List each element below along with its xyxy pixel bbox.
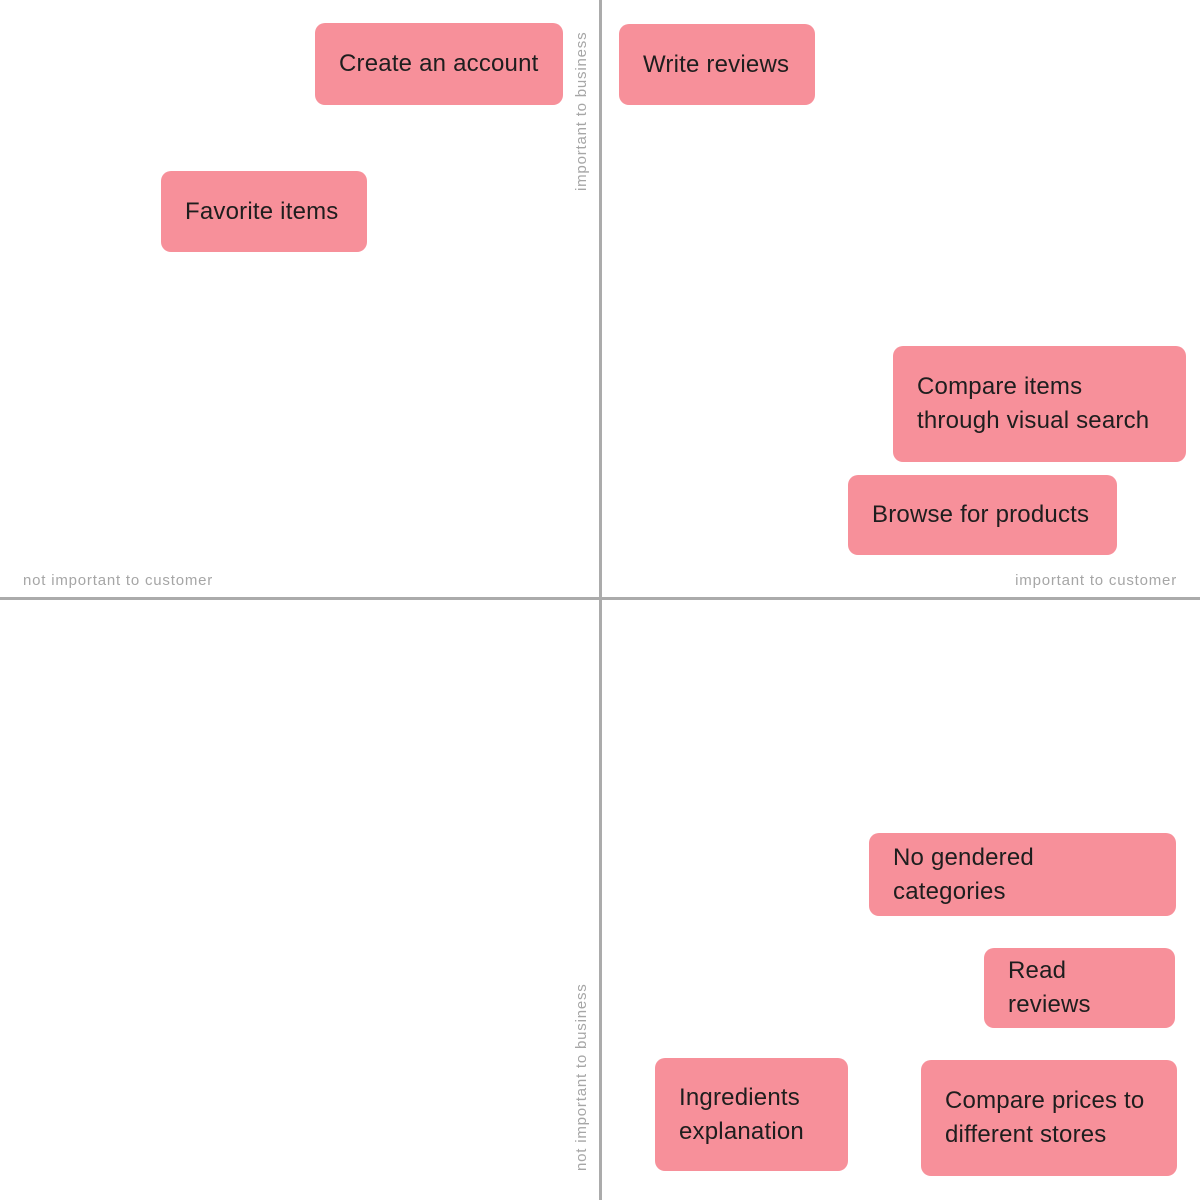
- horizontal-axis-line: [0, 597, 1200, 600]
- sticky-note-ingredients-explanation[interactable]: Ingredients explanation: [655, 1058, 848, 1171]
- sticky-note-no-gendered-categories[interactable]: No gendered categories: [869, 833, 1176, 916]
- sticky-note-compare-prices-to-different-stores[interactable]: Compare prices to different stores: [921, 1060, 1177, 1176]
- axis-label-important-to-business: important to business: [573, 31, 590, 191]
- sticky-note-browse-for-products[interactable]: Browse for products: [848, 475, 1117, 555]
- sticky-note-compare-items-through-visual-search[interactable]: Compare items through visual search: [893, 346, 1186, 462]
- sticky-note-read-reviews[interactable]: Read reviews: [984, 948, 1175, 1028]
- sticky-note-create-an-account[interactable]: Create an account: [315, 23, 563, 105]
- axis-label-not-important-to-customer: not important to customer: [23, 572, 214, 589]
- vertical-axis-line: [599, 0, 602, 1200]
- sticky-note-favorite-items[interactable]: Favorite items: [161, 171, 367, 252]
- axis-label-not-important-to-business: not important to business: [573, 983, 590, 1171]
- axis-label-important-to-customer: important to customer: [1015, 572, 1177, 589]
- sticky-note-write-reviews[interactable]: Write reviews: [619, 24, 815, 105]
